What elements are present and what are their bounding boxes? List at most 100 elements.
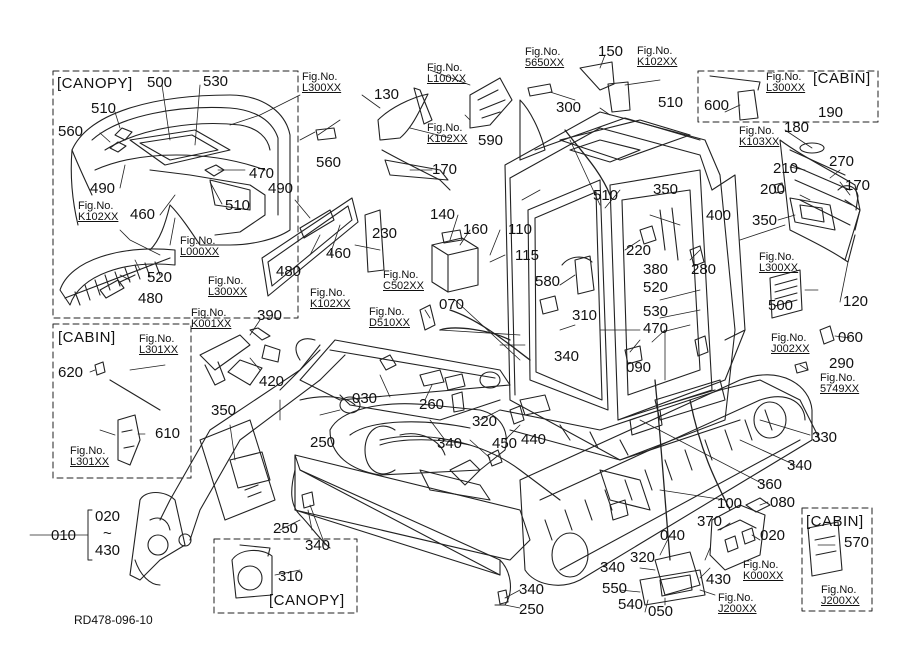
part-label-280: 280	[691, 261, 717, 278]
part-230	[364, 209, 385, 273]
part-label-200: 200	[760, 181, 786, 198]
part-070	[419, 304, 436, 331]
fig-no-value: D510XX	[369, 317, 410, 329]
group-boxes	[52, 70, 879, 614]
part-label-390: 390	[257, 307, 283, 324]
document-id: RD478-096-10	[74, 613, 153, 627]
part-label-420: 420	[259, 373, 285, 390]
fig-ref-k103xx[interactable]: Fig.No.K103XX	[739, 126, 779, 148]
fig-no-caption: Fig.No.	[78, 200, 114, 212]
fig-no-value: L301XX	[139, 344, 179, 356]
fig-no-caption: Fig.No.	[369, 306, 405, 318]
machine-body	[329, 379, 821, 511]
part-label-520: 520	[147, 269, 173, 286]
part-label-310: 310	[572, 307, 598, 324]
part-170	[384, 159, 449, 181]
boom-arm	[129, 338, 511, 586]
fig-no-caption: Fig.No.	[820, 372, 856, 384]
part-label-620: 620	[58, 364, 84, 381]
part-label-570: 570	[844, 534, 870, 551]
part-label-170: 170	[432, 161, 458, 178]
fig-no-caption: Fig.No.	[771, 332, 807, 344]
canopy-guard	[59, 248, 176, 306]
part-label-510: 510	[658, 94, 684, 111]
panel-items-bottom-right	[639, 497, 843, 606]
part-label-030: 030	[352, 390, 378, 407]
part-label-360: 360	[757, 476, 783, 493]
canopy-bottom-part	[231, 544, 273, 599]
canopy-side-panel	[261, 197, 359, 297]
fig-ref-k001xx[interactable]: Fig.No.K001XX	[191, 308, 231, 330]
fig-ref-l000xx[interactable]: Fig.No.L000XX	[180, 236, 219, 258]
part-label-290: 290	[829, 355, 855, 372]
fig-ref-k102xx[interactable]: Fig.No.K102XX	[427, 123, 467, 145]
fig-ref-l100xx[interactable]: Fig.No.L100XX	[427, 63, 466, 85]
fig-ref-k102xx[interactable]: Fig.No.K102XX	[310, 288, 350, 310]
part-300	[527, 83, 553, 97]
part-label-340: 340	[305, 537, 331, 554]
fig-ref-j002xx[interactable]: Fig.No.J002XX	[771, 333, 810, 355]
part-label-270: 270	[829, 153, 855, 170]
fig-no-caption: Fig.No.	[637, 45, 673, 57]
fig-ref-j200xx[interactable]: Fig.No.J200XX	[718, 593, 757, 615]
part-label-120: 120	[843, 293, 869, 310]
part-label-580: 580	[535, 273, 561, 290]
fig-ref-l300xx[interactable]: Fig.No.L300XX	[759, 252, 798, 274]
part-label-070: 070	[439, 296, 465, 313]
fig-ref-k102xx[interactable]: Fig.No.K102XX	[78, 201, 118, 223]
fig-ref-l300xx[interactable]: Fig.No.L300XX	[302, 72, 341, 94]
fig-no-value: J200XX	[718, 603, 757, 615]
fig-no-caption: Fig.No.	[302, 71, 338, 83]
fig-no-caption: Fig.No.	[525, 46, 561, 58]
canopy-roof	[70, 94, 291, 251]
part-label-340: 340	[437, 435, 463, 452]
part-label-330: 330	[812, 429, 838, 446]
part-label-370: 370	[697, 513, 723, 530]
part-label-340: 340	[600, 559, 626, 576]
fig-ref-j200xx[interactable]: Fig.No.J200XX	[821, 585, 860, 607]
fig-no-caption: Fig.No.	[310, 287, 346, 299]
fig-no-caption: Fig.No.	[208, 275, 244, 287]
fig-ref-l301xx[interactable]: Fig.No.L301XX	[139, 334, 178, 356]
part-label-160: 160	[463, 221, 489, 238]
part-label-520: 520	[643, 279, 669, 296]
fig-ref-c502xx[interactable]: Fig.No.C502XX	[383, 270, 424, 292]
part-label-090: 090	[626, 359, 652, 376]
joystick-parts	[199, 327, 281, 386]
part-label-140: 140	[430, 206, 456, 223]
part-label-490: 490	[90, 180, 116, 197]
fig-ref-d510xx[interactable]: Fig.No.D510XX	[369, 307, 410, 329]
part-label-590: 590	[478, 132, 504, 149]
fig-no-value: 5749XX	[820, 383, 860, 395]
part-label-100: 100	[717, 495, 743, 512]
canopy-box-topleft	[52, 70, 299, 319]
part-label-450: 450	[492, 435, 518, 452]
fig-ref-5749xx[interactable]: Fig.No.5749XX	[820, 373, 859, 395]
part-label-610: 610	[155, 425, 181, 442]
fig-no-value: L300XX	[302, 82, 342, 94]
fig-ref-l301xx[interactable]: Fig.No.L301XX	[70, 446, 109, 468]
dozer-blade	[291, 454, 511, 606]
part-label-460: 460	[326, 245, 352, 262]
group-title-cabin-bottomright: [CABIN]	[806, 513, 864, 530]
fig-ref-k000xx[interactable]: Fig.No.K000XX	[743, 560, 783, 582]
range-tilde: ~	[103, 525, 112, 542]
part-label-600: 600	[704, 97, 730, 114]
fig-no-value: L000XX	[180, 246, 220, 258]
group-title-canopy-bottom: [CANOPY]	[269, 592, 345, 609]
bracket-620	[94, 361, 106, 376]
fig-ref-5650xx[interactable]: Fig.No.5650XX	[525, 47, 564, 69]
fig-no-value: K102XX	[310, 298, 351, 310]
part-label-400: 400	[706, 207, 732, 224]
fig-no-caption: Fig.No.	[821, 584, 857, 596]
fig-no-value: K102XX	[78, 211, 119, 223]
bracket-590	[469, 77, 513, 129]
fig-ref-l300xx[interactable]: Fig.No.L300XX	[208, 276, 247, 298]
part-label-250: 250	[310, 434, 336, 451]
fig-ref-l300xx[interactable]: Fig.No.L300XX	[766, 72, 805, 94]
fig-ref-k102xx[interactable]: Fig.No.K102XX	[637, 46, 677, 68]
part-label-530: 530	[203, 73, 229, 90]
part-label-320: 320	[472, 413, 498, 430]
